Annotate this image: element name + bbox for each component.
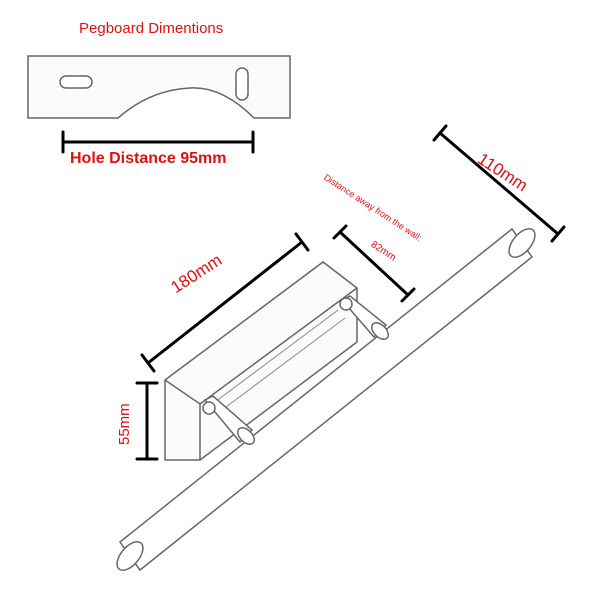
height-label: 55mm: [116, 403, 133, 445]
height-dimension: [135, 381, 159, 461]
length-dimension: [140, 232, 310, 373]
pegboard-plate: [27, 55, 291, 119]
wall-distance-dimension: [332, 224, 416, 303]
hole-distance-dimension: [61, 130, 255, 154]
light-bar-end-near: [116, 541, 144, 571]
mount-arms: [202, 295, 389, 445]
slot-hole-vertical: [235, 67, 249, 101]
hole-distance-label: Hole Distance 95mm: [70, 150, 227, 167]
diagram-title: Pegboard Dimentions: [79, 20, 224, 37]
light-bar-end-far: [508, 228, 536, 258]
slot-hole-horizontal: [59, 75, 93, 89]
width-dimension: [432, 124, 566, 243]
